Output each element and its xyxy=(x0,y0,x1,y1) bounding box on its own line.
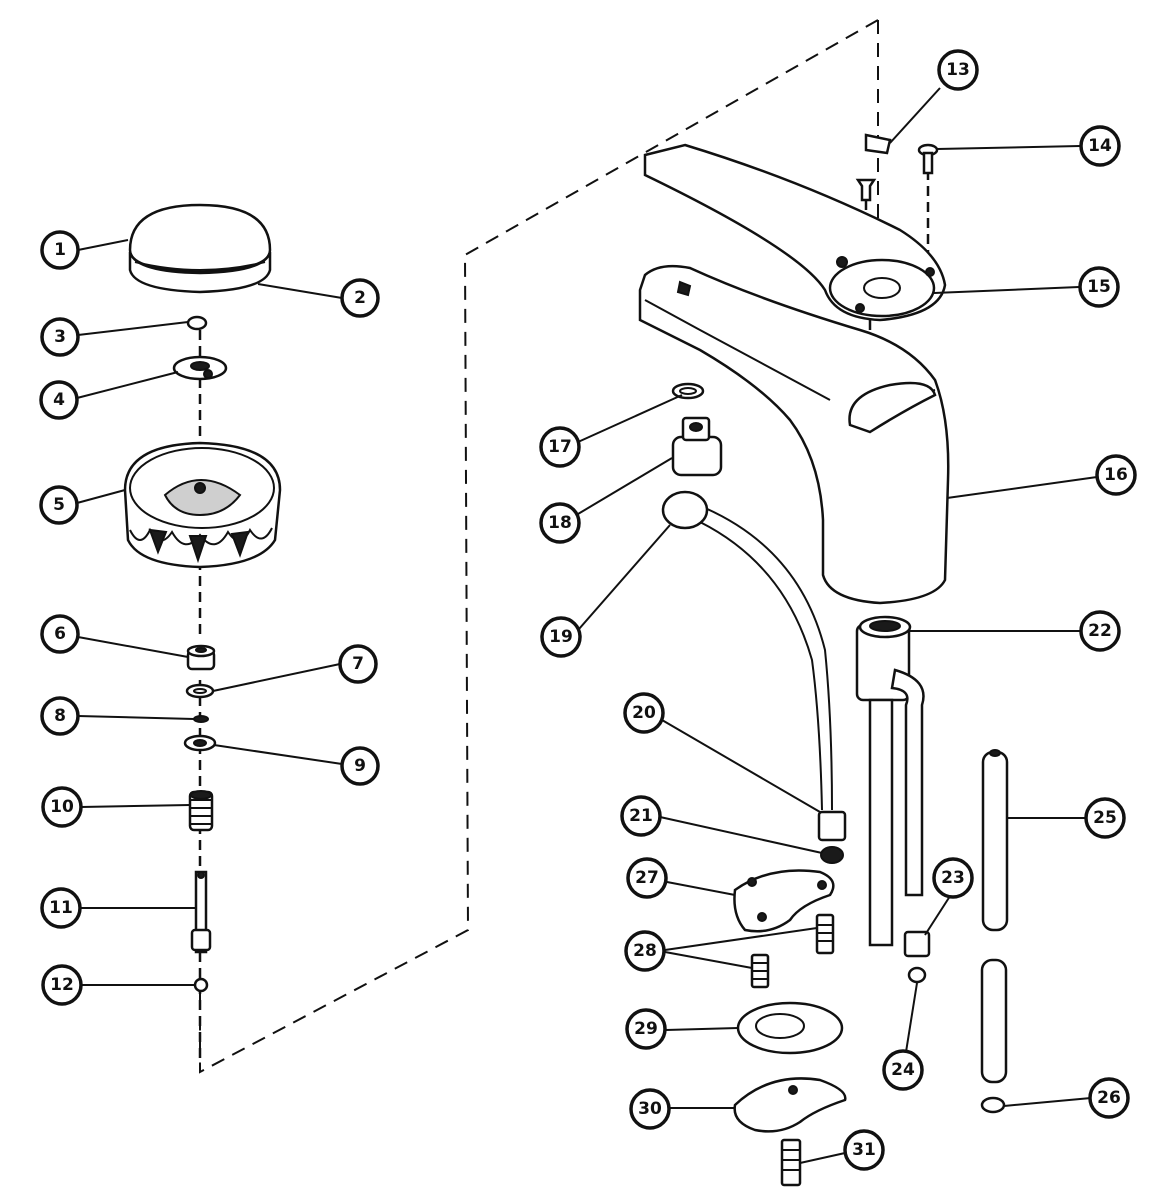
part-10-spring xyxy=(188,790,214,832)
part-6-stem-nut xyxy=(186,644,216,671)
callout-25: 25 xyxy=(1084,797,1126,839)
part-15-lever-handle xyxy=(643,143,947,322)
part-26-ring xyxy=(980,1096,1006,1114)
callout-24: 24 xyxy=(882,1049,924,1091)
part-9-washer xyxy=(183,734,217,752)
callout-28: 28 xyxy=(624,930,666,972)
part-16-faucet-body xyxy=(638,264,950,605)
part-30-bracket xyxy=(733,1077,847,1133)
callout-label: 2 xyxy=(354,288,366,308)
part-22-mixer-cartridge xyxy=(855,615,925,947)
callout-label: 25 xyxy=(1093,808,1117,828)
callout-label: 3 xyxy=(54,327,66,347)
callout-label: 15 xyxy=(1087,277,1111,297)
callout-label: 6 xyxy=(54,624,66,644)
callout-15: 15 xyxy=(1078,266,1120,308)
callout-16: 16 xyxy=(1095,454,1137,496)
callout-3: 3 xyxy=(40,317,80,357)
callout-label: 14 xyxy=(1088,136,1112,156)
part-29-gasket xyxy=(736,1001,844,1055)
callout-label: 27 xyxy=(635,868,659,888)
callout-label: 5 xyxy=(53,495,65,515)
callout-label: 20 xyxy=(632,703,656,723)
part-17-o-ring xyxy=(671,382,705,400)
part-7-o-ring xyxy=(185,683,215,699)
callout-21: 21 xyxy=(620,795,662,837)
callout-31: 31 xyxy=(843,1129,885,1171)
part-23-fitting xyxy=(903,930,931,958)
part-18-aerator xyxy=(671,416,723,477)
callout-9: 9 xyxy=(340,746,380,786)
part-4-adapter xyxy=(172,355,228,381)
callout-1: 1 xyxy=(40,230,80,270)
part-19-hose xyxy=(661,490,833,811)
callout-23: 23 xyxy=(932,857,974,899)
callout-label: 24 xyxy=(891,1060,915,1080)
callout-label: 13 xyxy=(946,60,970,80)
callout-label: 28 xyxy=(633,941,657,961)
part-31-bolt xyxy=(780,1138,802,1187)
callout-29: 29 xyxy=(625,1008,667,1050)
callout-label: 22 xyxy=(1088,621,1112,641)
callout-label: 11 xyxy=(49,898,73,918)
callout-2: 2 xyxy=(340,278,380,318)
callout-label: 7 xyxy=(352,654,364,674)
callout-30: 30 xyxy=(629,1088,671,1130)
callout-label: 26 xyxy=(1097,1088,1121,1108)
callout-label: 30 xyxy=(638,1099,662,1119)
part-28-bolt-right xyxy=(815,913,835,955)
callout-18: 18 xyxy=(539,502,581,544)
callout-27: 27 xyxy=(626,857,668,899)
callout-11: 11 xyxy=(40,887,82,929)
part-27-mounting-plate xyxy=(733,869,835,933)
callout-label: 4 xyxy=(53,390,65,410)
part-3-nut xyxy=(186,315,208,331)
part-24-nut xyxy=(907,966,927,984)
callout-4: 4 xyxy=(39,380,79,420)
callout-label: 8 xyxy=(54,706,66,726)
callout-label: 10 xyxy=(50,797,74,817)
callout-10: 10 xyxy=(41,786,83,828)
callout-label: 31 xyxy=(852,1140,876,1160)
part-1-cap xyxy=(128,203,272,274)
callout-label: 9 xyxy=(354,756,366,776)
callout-14: 14 xyxy=(1079,125,1121,167)
part-20-hose-fitting xyxy=(817,810,847,842)
part-11-stem xyxy=(190,870,212,954)
callout-label: 18 xyxy=(548,513,572,533)
callout-label: 19 xyxy=(549,627,573,647)
callout-13: 13 xyxy=(937,49,979,91)
part-13-screw xyxy=(855,178,877,202)
callout-5: 5 xyxy=(39,485,79,525)
part-2-cap-base xyxy=(128,251,272,294)
part-8-washer xyxy=(193,715,209,723)
callout-label: 16 xyxy=(1104,465,1128,485)
callout-label: 17 xyxy=(548,437,572,457)
callout-20: 20 xyxy=(623,692,665,734)
callout-17: 17 xyxy=(539,426,581,468)
callout-12: 12 xyxy=(41,964,83,1006)
part-21-nut xyxy=(820,846,844,864)
callout-19: 19 xyxy=(540,616,582,658)
callout-label: 23 xyxy=(941,868,965,888)
callout-7: 7 xyxy=(338,644,378,684)
part-14-screw xyxy=(917,143,939,175)
leader-lines xyxy=(76,87,1098,1164)
part-5-handle-body xyxy=(123,441,282,569)
callout-6: 6 xyxy=(40,614,80,654)
part-28-bolt-left xyxy=(750,953,770,989)
part-13-lever-cap xyxy=(864,133,892,155)
callout-label: 21 xyxy=(629,806,653,826)
part-25-supply-tube xyxy=(980,749,1009,1084)
callout-26: 26 xyxy=(1088,1077,1130,1119)
part-12-ball xyxy=(193,977,209,993)
callout-8: 8 xyxy=(40,696,80,736)
callout-label: 29 xyxy=(634,1019,658,1039)
callout-label: 1 xyxy=(54,240,66,260)
callout-label: 12 xyxy=(50,975,74,995)
callout-22: 22 xyxy=(1079,610,1121,652)
